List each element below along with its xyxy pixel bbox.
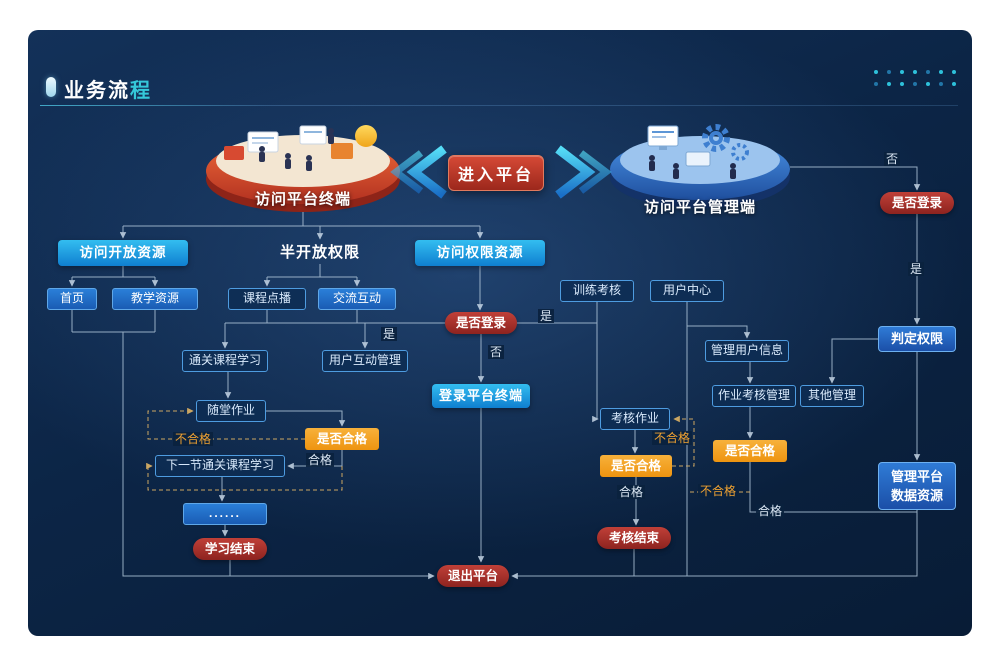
node-exam-end: 考核结束 <box>597 527 671 549</box>
node-exam-homework: 考核作业 <box>600 408 670 430</box>
header-divider <box>40 105 958 106</box>
left-island-label: 访问平台终端 <box>254 191 351 208</box>
node-training-exam: 训练考核 <box>560 280 634 302</box>
edge-label-pass: 合格 <box>617 485 646 499</box>
node-class-homework: 随堂作业 <box>196 400 266 422</box>
node-login-terminal: 登录平台终端 <box>432 384 530 408</box>
node-open-resources: 访问开放资源 <box>58 240 188 266</box>
dots-grid-icon <box>874 70 956 86</box>
node-teaching-resources: 教学资源 <box>112 288 198 310</box>
double-chevron-right-icon <box>555 145 612 199</box>
node-ellipsis: ...... <box>183 503 267 525</box>
edge-label-no: 否 <box>488 345 505 359</box>
node-judge-permission: 判定权限 <box>878 326 956 352</box>
node-manage-user-info: 管理用户信息 <box>705 340 789 362</box>
node-home: 首页 <box>47 288 97 310</box>
edge-label-no: 否 <box>884 152 901 166</box>
node-study-end: 学习结束 <box>193 538 267 560</box>
edge-label-fail: 不合格 <box>652 431 693 445</box>
double-chevron-left-icon <box>390 145 447 199</box>
node-pass-course-study: 通关课程学习 <box>182 350 268 372</box>
node-semi-open-permission: 半开放权限 <box>279 244 360 262</box>
edge-label-yes: 是 <box>908 262 925 276</box>
right-island-illustration <box>610 124 790 208</box>
left-island-illustration <box>206 125 400 212</box>
right-island-label: 访问平台管理端 <box>643 199 756 216</box>
page-title: 业务流程 <box>64 74 152 103</box>
node-interaction: 交流互动 <box>318 288 396 310</box>
node-user-center: 用户中心 <box>650 280 724 302</box>
enter-platform-button: 进入平台 <box>448 155 544 191</box>
edge-label-fail: 不合格 <box>698 484 739 498</box>
node-permission-resources: 访问权限资源 <box>415 240 545 266</box>
page-title-accent: 程 <box>130 80 152 102</box>
edge-label-yes: 是 <box>381 327 398 341</box>
node-next-pass-course: 下一节通关课程学习 <box>155 455 285 477</box>
node-is-login-right: 是否登录 <box>880 192 954 214</box>
node-course-vod: 课程点播 <box>228 288 306 310</box>
page-title-main: 业务流 <box>64 80 130 102</box>
edge-label-pass: 合格 <box>756 504 785 518</box>
node-is-qualified-mid: 是否合格 <box>600 455 672 477</box>
node-is-qualified-right: 是否合格 <box>713 440 787 462</box>
solid-connectors <box>68 166 921 580</box>
node-other-mgmt: 其他管理 <box>800 385 864 407</box>
node-user-interaction-mgmt: 用户互动管理 <box>322 350 408 372</box>
node-exit-platform: 退出平台 <box>437 565 509 587</box>
node-manage-platform-data: 管理平台数据资源 <box>878 462 956 510</box>
gear-icon <box>702 124 749 161</box>
title-marker-icon <box>46 77 56 97</box>
edge-label-pass: 合格 <box>306 453 335 467</box>
edge-label-fail: 不合格 <box>173 432 214 446</box>
edge-label-yes: 是 <box>538 309 555 323</box>
node-is-qualified-left: 是否合格 <box>305 428 379 450</box>
node-homework-exam-mgmt: 作业考核管理 <box>712 385 796 407</box>
node-is-login-center: 是否登录 <box>445 312 517 334</box>
